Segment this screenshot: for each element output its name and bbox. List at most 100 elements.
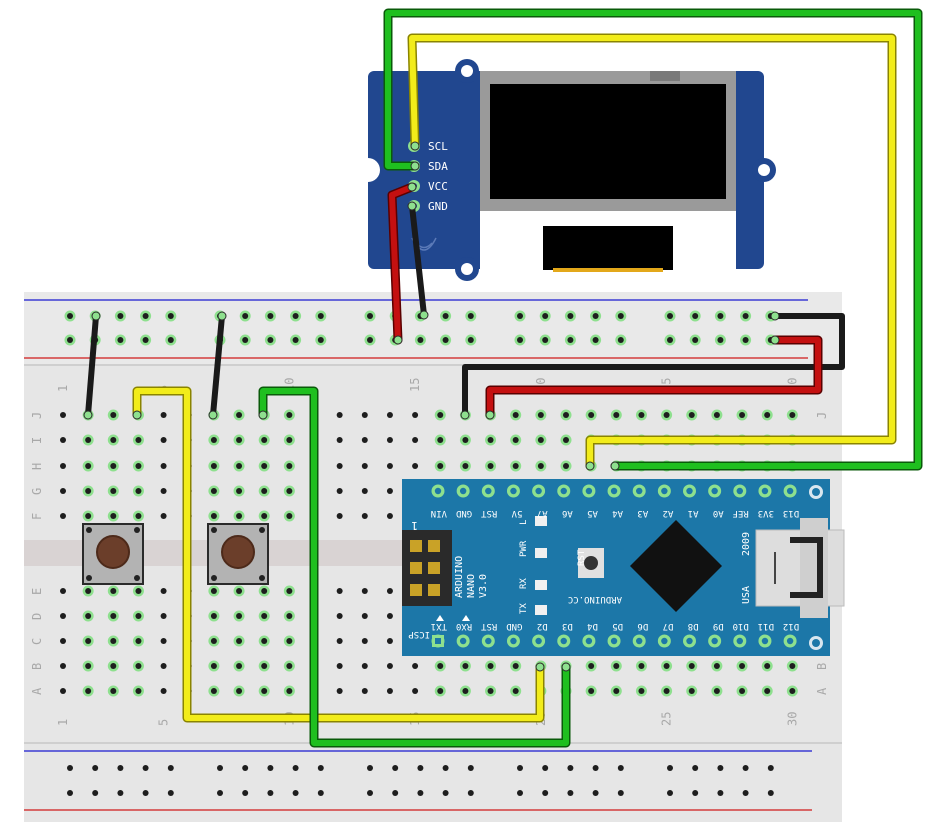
power-rail-hole[interactable] [617, 313, 624, 319]
wire-endpoint[interactable] [132, 410, 142, 420]
nano-pin[interactable] [686, 487, 693, 495]
power-rail-hole[interactable] [117, 313, 124, 319]
power-rail-hole[interactable] [467, 790, 474, 796]
breadboard-hole[interactable] [789, 663, 796, 669]
breadboard-hole[interactable] [261, 513, 268, 519]
wire-endpoint[interactable] [770, 311, 780, 321]
power-rail-hole[interactable] [692, 790, 699, 796]
breadboard-hole[interactable] [336, 688, 343, 694]
breadboard-hole[interactable] [85, 437, 92, 443]
breadboard-hole[interactable] [386, 513, 393, 519]
power-rail-hole[interactable] [517, 765, 523, 771]
breadboard-hole[interactable] [160, 513, 167, 519]
nano-pin[interactable] [636, 487, 643, 495]
power-rail-hole[interactable] [667, 790, 673, 796]
breadboard-hole[interactable] [386, 663, 393, 669]
breadboard-hole[interactable] [512, 688, 519, 694]
breadboard-hole[interactable] [386, 437, 393, 443]
breadboard-hole[interactable] [713, 663, 720, 669]
breadboard-hole[interactable] [261, 688, 268, 694]
breadboard-hole[interactable] [110, 437, 117, 443]
breadboard-hole[interactable] [110, 412, 117, 418]
breadboard-hole[interactable] [764, 412, 771, 418]
nano-pin[interactable] [610, 637, 618, 645]
breadboard-hole[interactable] [85, 613, 92, 619]
breadboard-hole[interactable] [688, 688, 695, 694]
breadboard-hole[interactable] [462, 663, 469, 669]
breadboard-hole[interactable] [60, 513, 66, 519]
breadboard-hole[interactable] [261, 613, 268, 619]
power-rail-hole[interactable] [692, 313, 699, 319]
power-rail-hole[interactable] [167, 765, 174, 771]
breadboard-hole[interactable] [713, 688, 720, 694]
breadboard-hole[interactable] [688, 663, 695, 669]
breadboard-hole[interactable] [135, 588, 142, 594]
breadboard-hole[interactable] [85, 663, 92, 669]
power-rail-hole[interactable] [592, 790, 599, 796]
breadboard-hole[interactable] [85, 513, 92, 519]
breadboard-hole[interactable] [210, 663, 217, 669]
power-rail-hole[interactable] [667, 337, 673, 343]
power-rail-hole[interactable] [742, 313, 749, 319]
breadboard-hole[interactable] [487, 688, 494, 694]
breadboard-hole[interactable] [412, 688, 419, 694]
breadboard-hole[interactable] [85, 463, 92, 469]
power-rail-hole[interactable] [617, 337, 624, 343]
breadboard-hole[interactable] [336, 463, 343, 469]
wire-endpoint[interactable] [561, 662, 571, 672]
breadboard-hole[interactable] [135, 463, 142, 469]
wire-endpoint[interactable] [393, 335, 403, 345]
breadboard-hole[interactable] [236, 688, 243, 694]
breadboard-hole[interactable] [336, 588, 343, 594]
breadboard-hole[interactable] [135, 638, 142, 644]
power-rail-hole[interactable] [142, 790, 149, 796]
nano-pin[interactable] [434, 487, 442, 495]
power-rail-hole[interactable] [717, 337, 724, 343]
nano-pin[interactable] [560, 487, 567, 495]
nano-pin[interactable] [510, 637, 517, 645]
breadboard-hole[interactable] [236, 412, 243, 418]
breadboard-hole[interactable] [361, 437, 368, 443]
power-rail-hole[interactable] [367, 313, 373, 319]
breadboard-hole[interactable] [437, 663, 444, 669]
nano-pin[interactable] [560, 637, 567, 645]
power-rail-hole[interactable] [667, 313, 673, 319]
power-rail-hole[interactable] [542, 790, 549, 796]
power-rail-hole[interactable] [367, 790, 373, 796]
nano-pin[interactable] [636, 637, 643, 645]
power-rail-hole[interactable] [392, 790, 399, 796]
breadboard-hole[interactable] [386, 688, 393, 694]
power-rail-hole[interactable] [367, 337, 373, 343]
breadboard-hole[interactable] [210, 613, 217, 619]
breadboard-hole[interactable] [412, 412, 419, 418]
breadboard-hole[interactable] [236, 437, 243, 443]
wire-endpoint[interactable] [485, 410, 495, 420]
power-rail-hole[interactable] [567, 790, 574, 796]
power-rail-hole[interactable] [467, 337, 474, 343]
breadboard-hole[interactable] [361, 513, 368, 519]
breadboard-hole[interactable] [160, 488, 167, 494]
power-rail-hole[interactable] [117, 790, 124, 796]
power-rail-hole[interactable] [717, 765, 724, 771]
power-rail-hole[interactable] [767, 765, 774, 771]
breadboard-hole[interactable] [361, 688, 368, 694]
breadboard-hole[interactable] [60, 638, 66, 644]
power-rail-hole[interactable] [517, 337, 523, 343]
nano-pin[interactable] [761, 637, 769, 645]
breadboard-hole[interactable] [60, 663, 66, 669]
breadboard-hole[interactable] [361, 663, 368, 669]
breadboard-hole[interactable] [60, 437, 66, 443]
breadboard-hole[interactable] [60, 412, 66, 418]
nano-pin[interactable] [661, 487, 668, 495]
power-rail-hole[interactable] [742, 337, 749, 343]
breadboard-hole[interactable] [261, 663, 268, 669]
breadboard-hole[interactable] [512, 463, 519, 469]
breadboard-hole[interactable] [85, 638, 92, 644]
breadboard-hole[interactable] [764, 663, 771, 669]
breadboard-hole[interactable] [286, 638, 293, 644]
breadboard-hole[interactable] [638, 663, 645, 669]
breadboard-hole[interactable] [663, 663, 670, 669]
breadboard-hole[interactable] [110, 488, 117, 494]
nano-pin[interactable] [459, 487, 467, 495]
nano-pin[interactable] [485, 487, 492, 495]
